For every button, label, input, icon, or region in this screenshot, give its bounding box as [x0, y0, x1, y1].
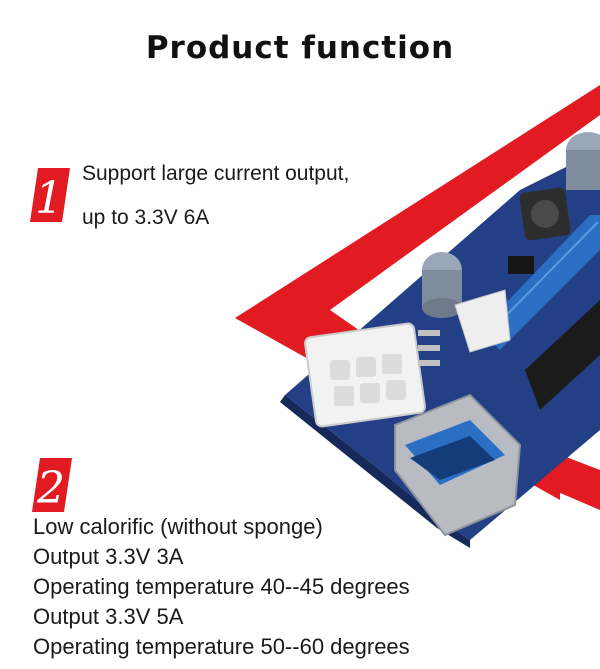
- feature-2-text: Low calorific (without sponge) Output 3.…: [33, 512, 410, 662]
- pcb-edge: [280, 395, 470, 548]
- feature-2-line-2: Output 3.3V 3A: [33, 544, 184, 569]
- slot-clip: [454, 289, 511, 353]
- feature-number-2: 2: [36, 463, 65, 512]
- pcb-board: [285, 150, 600, 540]
- feature-1-line-2: up to 3.3V 6A: [82, 206, 210, 229]
- feature-2-line-4: Output 3.3V 5A: [33, 604, 184, 629]
- page-title: Product function: [145, 30, 455, 66]
- feature-1-line-1: Support large current output,: [82, 162, 350, 185]
- feature-number-1: 1: [35, 173, 63, 222]
- pcie-slot: [480, 215, 600, 350]
- feature-2-line-1: Low calorific (without sponge): [33, 514, 323, 539]
- feature-number-badge-1: 1: [30, 168, 70, 222]
- black-connector: [525, 300, 600, 410]
- feature-number-badge-2: 2: [32, 458, 72, 512]
- chip: [508, 256, 534, 274]
- feature-1-text: Support large current output, up to 3.3V…: [82, 152, 349, 240]
- feature-2-line-3: Operating temperature 40--45 degrees: [33, 574, 410, 599]
- feature-2-line-5: Operating temperature 50--60 degrees: [33, 634, 410, 659]
